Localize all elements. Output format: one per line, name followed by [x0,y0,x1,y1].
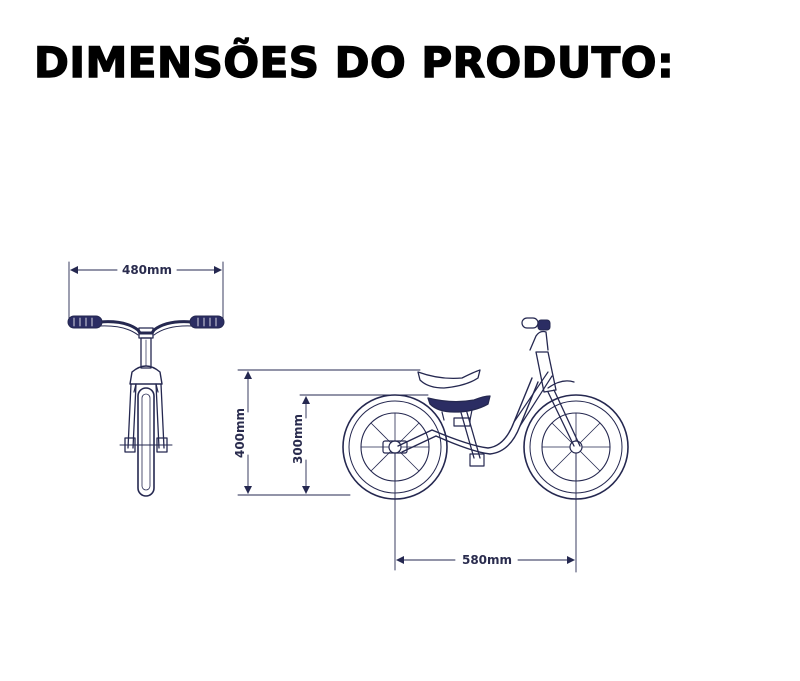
side-grip [521,317,539,329]
seat-height-max-label: 400mm [233,408,247,458]
seat-low [427,395,491,413]
seat-high [417,369,481,389]
seat-height-min-label: 300mm [291,414,305,464]
height-dimensions [237,369,429,496]
front-view-tire [137,387,155,497]
frame [397,351,581,467]
left-grip [67,315,103,329]
page-title: DIMENSÕES DO PRODUTO: [33,37,675,87]
wheelbase-dimension [394,452,577,573]
right-grip [189,315,225,329]
handlebar-width-label: 480mm [122,263,172,277]
bike-side-view [342,317,629,500]
wheelbase-label: 580mm [462,553,512,567]
bike-front-view [67,261,225,497]
